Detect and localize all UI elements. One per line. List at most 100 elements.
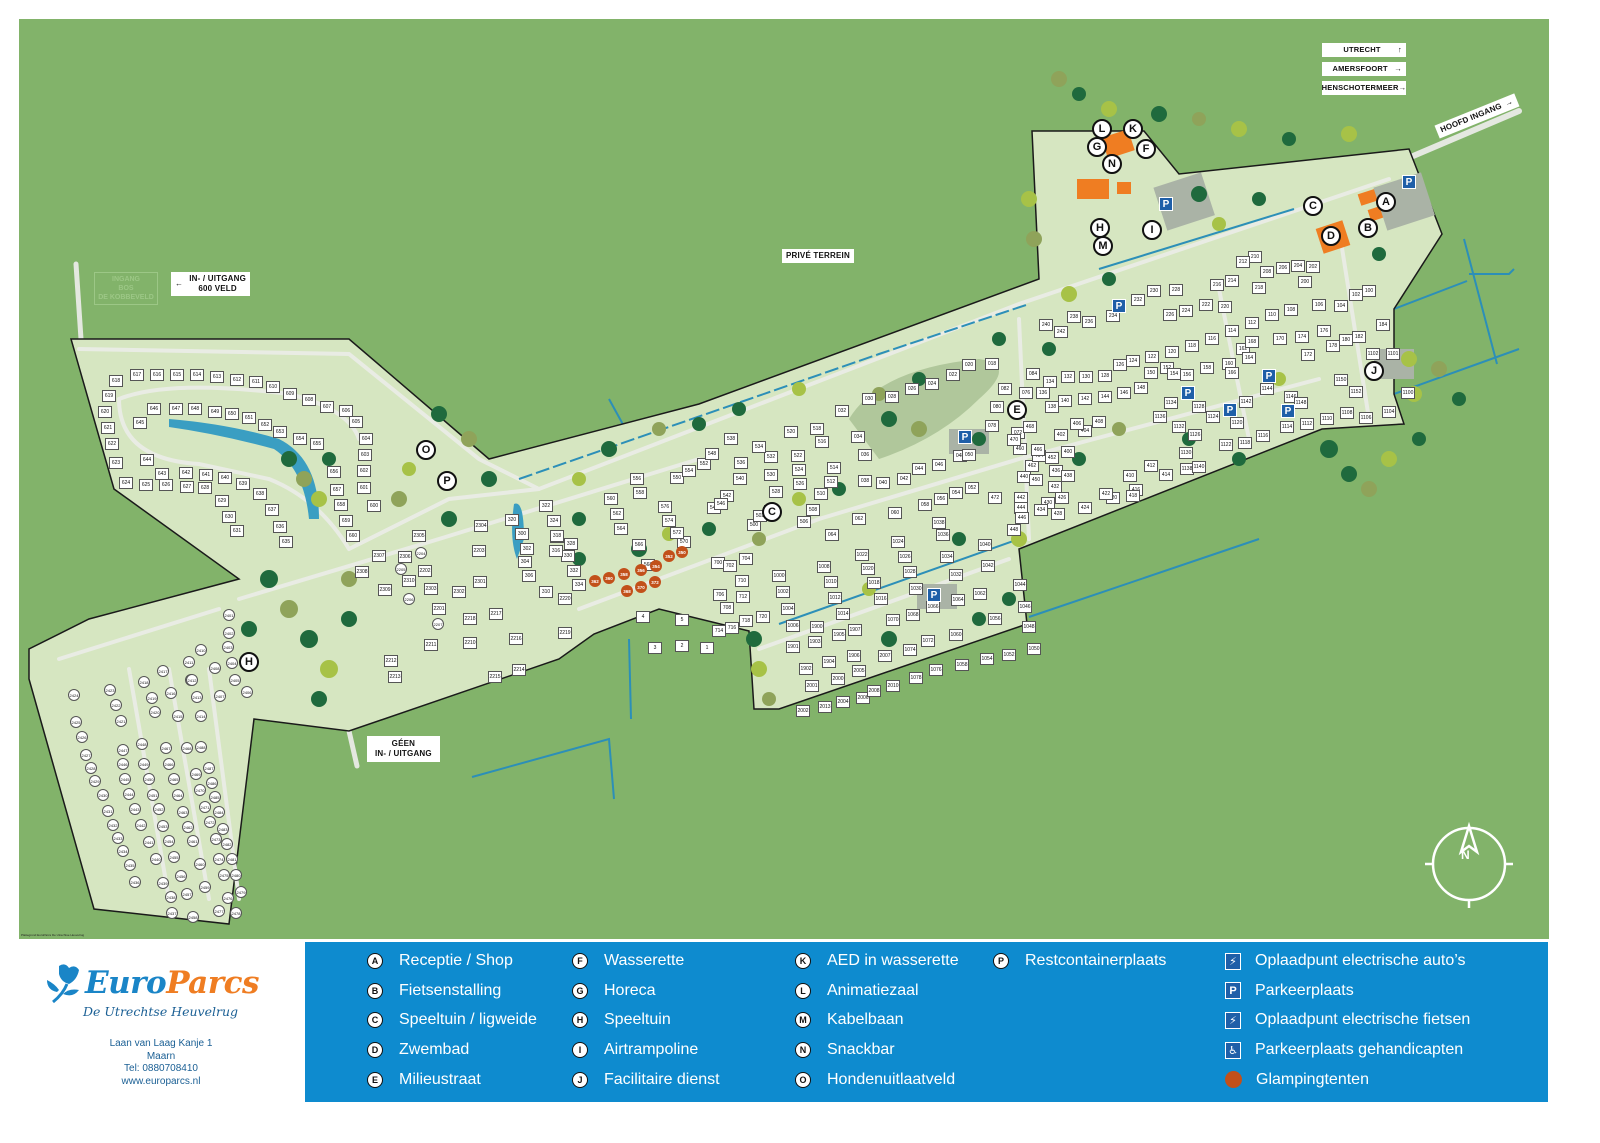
lodge-marker[interactable]: 1002 (776, 586, 790, 598)
lodge-marker[interactable]: 1112 (1300, 418, 1314, 430)
lodge-marker[interactable]: 2307 (372, 550, 386, 562)
lodge-marker[interactable]: 629 (215, 495, 229, 507)
tent-pitch-marker[interactable]: 2468 (181, 742, 193, 754)
lodge-marker[interactable]: 1042 (981, 560, 995, 572)
tent-pitch-marker[interactable]: 2403 (222, 641, 234, 653)
lodge-marker[interactable]: 106 (1312, 299, 1326, 311)
lodge-marker[interactable]: 214 (1225, 275, 1239, 287)
lodge-marker[interactable]: 020 (962, 359, 976, 371)
lodge-marker[interactable]: 200 (1298, 276, 1312, 288)
lodge-marker[interactable]: 078 (985, 420, 999, 432)
lodge-marker[interactable]: 506 (797, 516, 811, 528)
tent-pitch-marker[interactable]: 2457 (181, 888, 193, 900)
tent-pitch-marker[interactable]: 2478 (230, 907, 242, 919)
tent-pitch-marker[interactable]: 2484 (213, 806, 225, 818)
lodge-marker[interactable]: 080 (990, 401, 1004, 413)
lodge-marker[interactable]: 639 (236, 478, 250, 490)
tent-pitch-marker[interactable]: 2482 (221, 838, 233, 850)
lodge-marker[interactable]: 424 (1078, 502, 1092, 514)
lodge-marker[interactable]: 616 (150, 369, 164, 381)
tent-pitch-marker[interactable]: 2425 (70, 716, 82, 728)
lodge-marker[interactable]: 638 (253, 488, 267, 500)
lodge-marker[interactable]: 154 (1167, 368, 1181, 380)
lodge-marker[interactable]: 1060 (949, 629, 963, 641)
lodge-marker[interactable]: 508 (806, 504, 820, 516)
lodge-marker[interactable]: 635 (279, 536, 293, 548)
lodge-marker[interactable]: 1012 (828, 592, 842, 604)
lodge-marker[interactable]: 324 (547, 515, 561, 527)
lodge-marker[interactable]: 432 (1048, 481, 1062, 493)
lodge-marker[interactable]: 518 (810, 423, 824, 435)
glamping-tent-marker[interactable]: 356 (635, 564, 647, 576)
lodge-marker[interactable]: 024 (925, 378, 939, 390)
lodge-marker[interactable]: 1046 (1018, 601, 1032, 613)
tent-pitch-marker[interactable]: 2471 (199, 801, 211, 813)
poi-marker-k[interactable]: K (1123, 119, 1143, 139)
parking-icon[interactable]: P (1281, 404, 1295, 418)
lodge-marker[interactable]: 645 (133, 417, 147, 429)
tent-pitch-marker[interactable]: 2432 (107, 819, 119, 831)
lodge-marker[interactable]: 180 (1339, 334, 1353, 346)
lodge-marker[interactable]: 720 (756, 611, 770, 623)
lodge-marker[interactable]: 126 (1113, 359, 1127, 371)
lodge-marker[interactable]: 302 (520, 543, 534, 555)
lodge-marker[interactable]: 046 (932, 459, 946, 471)
tent-pitch-marker[interactable]: 2470 (194, 784, 206, 796)
tent-pitch-marker[interactable]: 2416 (165, 687, 177, 699)
lodge-marker[interactable]: 1102 (1366, 348, 1380, 360)
lodge-marker[interactable]: 426 (1055, 492, 1069, 504)
lodge-marker[interactable]: 166 (1225, 367, 1239, 379)
lodge-marker[interactable]: 468 (1023, 421, 1037, 433)
lodge-marker[interactable]: 1144 (1260, 383, 1274, 395)
poi-marker-m[interactable]: M (1093, 236, 1113, 256)
lodge-marker[interactable]: 2308 (355, 566, 369, 578)
tent-pitch-marker[interactable]: 2455 (168, 851, 180, 863)
lodge-marker[interactable]: 712 (736, 591, 750, 603)
lodge-marker[interactable]: 184 (1376, 319, 1390, 331)
lodge-marker[interactable]: 1062 (973, 588, 987, 600)
lodge-marker[interactable]: 306 (522, 570, 536, 582)
tent-pitch-marker[interactable]: 2464 (172, 789, 184, 801)
lodge-marker[interactable]: 618 (109, 375, 123, 387)
tent-pitch-marker[interactable]: 2421 (115, 715, 127, 727)
glamping-tent-marker[interactable]: 350 (676, 546, 688, 558)
tent-pitch-marker[interactable]: 2485 (209, 791, 221, 803)
lodge-marker[interactable]: 636 (273, 521, 287, 533)
tent-pitch-marker[interactable]: 2401 (223, 609, 235, 621)
poi-marker-i[interactable]: I (1142, 220, 1162, 240)
glamping-tent-marker[interactable]: 370 (635, 581, 647, 593)
lodge-marker[interactable]: 114 (1225, 325, 1239, 337)
lodge-marker[interactable]: 600 (367, 500, 381, 512)
tent-pitch-marker[interactable]: 2430 (97, 789, 109, 801)
lodge-marker[interactable]: 032 (835, 405, 849, 417)
lodge-marker[interactable]: 1024 (891, 536, 905, 548)
tent-pitch-marker[interactable]: 2474 (213, 853, 225, 865)
lodge-marker[interactable]: 062 (852, 513, 866, 525)
lodge-marker[interactable]: 646 (147, 403, 161, 415)
lodge-marker[interactable]: 220 (1218, 301, 1232, 313)
lodge-marker[interactable]: 450 (1029, 474, 1043, 486)
lodge-marker[interactable]: 1078 (909, 672, 923, 684)
lodge-marker[interactable]: 1122 (1219, 439, 1233, 451)
tent-pitch-marker[interactable]: 2447 (117, 744, 129, 756)
tent-pitch-marker[interactable]: 2472 (204, 816, 216, 828)
lodge-marker[interactable]: 1028 (903, 566, 917, 578)
lodge-marker[interactable]: 556 (630, 473, 644, 485)
lodge-marker[interactable]: 620 (98, 406, 112, 418)
tent-pitch-marker[interactable]: 2406 (241, 686, 253, 698)
lodge-marker[interactable]: 118 (1185, 340, 1199, 352)
tent-pitch-marker[interactable]: 2412 (186, 674, 198, 686)
lodge-marker[interactable]: 050 (962, 449, 976, 461)
tent-pitch-marker[interactable]: 2452 (153, 803, 165, 815)
tent-pitch-marker[interactable]: 2428 (85, 762, 97, 774)
lodge-marker[interactable]: 400 (1061, 446, 1075, 458)
tent-pitch-marker[interactable]: 2444 (123, 788, 135, 800)
tent-pitch-marker[interactable]: 2402 (223, 627, 235, 639)
tent-pitch-marker[interactable]: 2435 (124, 859, 136, 871)
lodge-marker[interactable]: 1101 (1386, 348, 1400, 360)
lodge-marker[interactable]: 132 (1061, 371, 1075, 383)
lodge-marker[interactable]: 538 (724, 433, 738, 445)
lodge-marker[interactable]: 138 (1045, 401, 1059, 413)
lodge-marker[interactable]: 150 (1144, 367, 1158, 379)
tent-pitch-marker[interactable]: 2414 (195, 710, 207, 722)
